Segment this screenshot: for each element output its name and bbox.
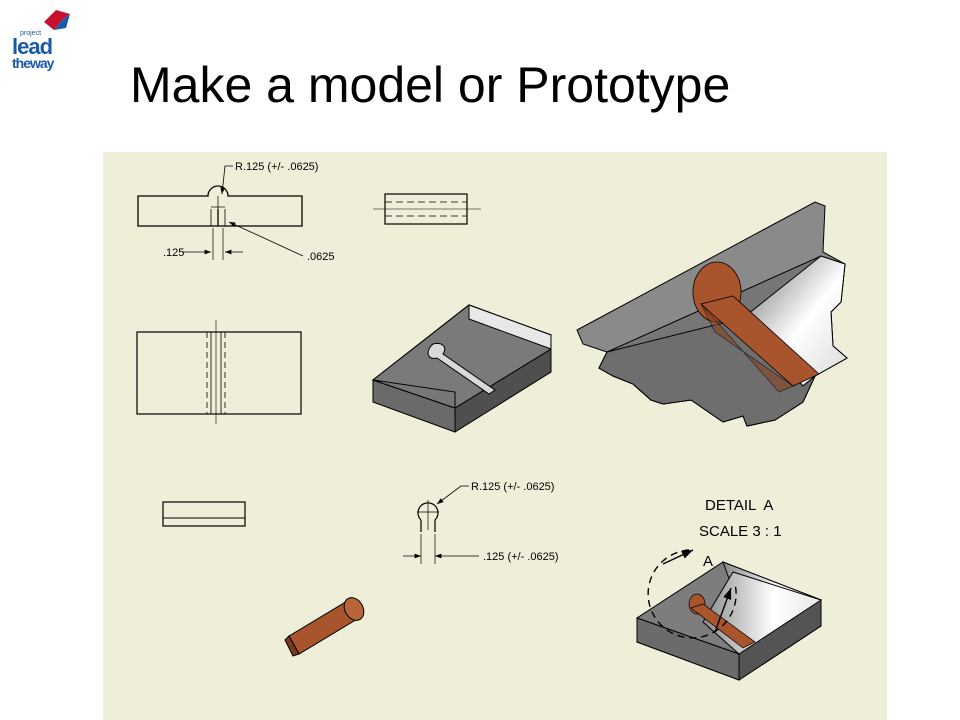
logo-word-small: project (20, 30, 41, 37)
detail-title: DETAIL A (705, 497, 773, 514)
keyhole-profile (403, 485, 479, 564)
dim-top-offset: .0625 (307, 251, 335, 263)
plan-view (136, 320, 302, 424)
dim-top-width: .125 (163, 247, 184, 259)
front-view-top (137, 165, 304, 260)
detail-scale: SCALE 3 : 1 (699, 523, 782, 540)
technical-drawing-panel: R.125 (+/- .0625) .125 .0625 (103, 152, 887, 720)
side-view-top (373, 193, 481, 225)
wood-peg (284, 597, 365, 657)
logo-word-sub: theway (12, 55, 55, 71)
project-lead-the-way-logo: project lead theway (12, 10, 70, 71)
drawing-canvas: R.125 (+/- .0625) .125 .0625 (103, 152, 887, 720)
strip-view (162, 501, 246, 527)
logo-mark-icon (44, 10, 70, 30)
detail-label-a: A (703, 553, 713, 570)
detail-a-callout-circle (647, 549, 737, 639)
isometric-block (371, 304, 553, 433)
dim-top-radius: R.125 (+/- .0625) (235, 161, 318, 173)
dim-mid-radius: R.125 (+/- .0625) (471, 481, 554, 493)
logo-word-main: lead (12, 34, 52, 59)
wood-key-in-section (692, 261, 820, 393)
dim-mid-width: .125 (+/- .0625) (483, 551, 559, 563)
slide-title: Make a model or Prototype (130, 57, 731, 113)
